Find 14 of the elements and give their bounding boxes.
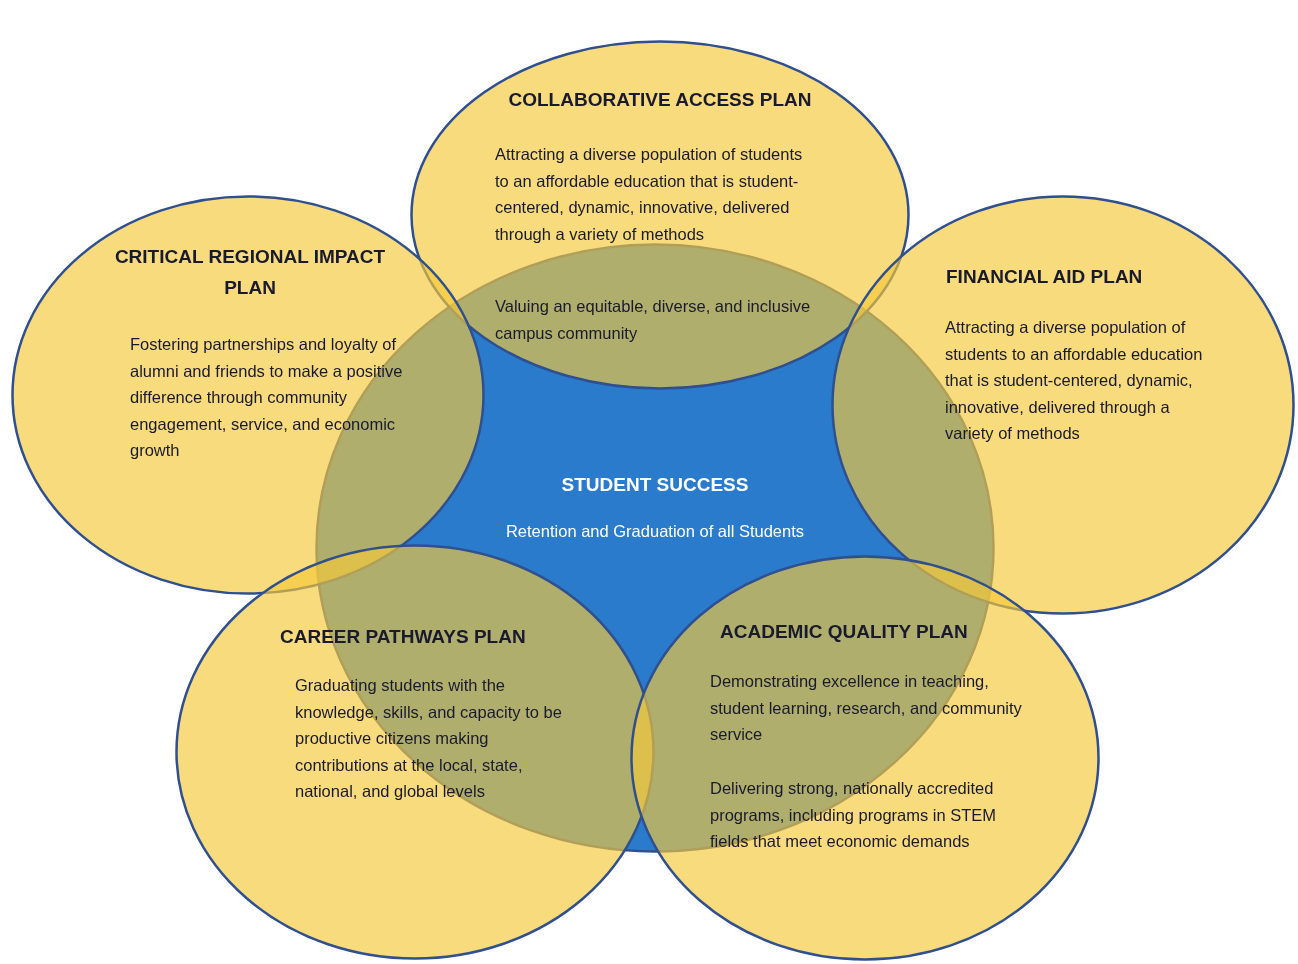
- center-heading: STUDENT SUCCESS: [560, 473, 750, 497]
- plan-description: Graduating students with the knowledge, skills, and capacity to be productive citizens making contributions at the local, state, national, and global levels: [295, 675, 563, 802]
- plan-heading: CAREER PATHWAYS PLAN: [280, 625, 527, 649]
- center-subheading: Retention and Graduation of all Students: [504, 521, 806, 542]
- plan-heading: FINANCIAL AID PLAN: [946, 265, 1144, 289]
- plan-description: Fostering partnerships and loyalty of alumni and friends to make a positive difference through community engagement, service, and economic growth: [130, 334, 404, 461]
- plan-description: Valuing an equitable, diverse, and inclusive campus community: [495, 296, 812, 344]
- plan-description: Attracting a diverse population of students to an affordable education that is student-centered, dynamic, innovative, delivered through a variety of methods: [945, 317, 1204, 444]
- plan-description: Demonstrating excellence in teaching, student learning, research, and community service: [710, 671, 1022, 745]
- plan-heading: ACADEMIC QUALITY PLAN: [720, 620, 969, 644]
- plan-heading: CRITICAL REGIONAL IMPACT PLAN: [113, 245, 387, 300]
- plan-description: Delivering strong, nationally accredited programs, including programs in STEM fields that meet economic demands: [710, 778, 998, 852]
- plan-description: Attracting a diverse population of students to an affordable education that is student-centered, dynamic, innovative, delivered through a variety of methods: [495, 144, 804, 245]
- plan-heading: COLLABORATIVE ACCESS PLAN: [507, 88, 813, 112]
